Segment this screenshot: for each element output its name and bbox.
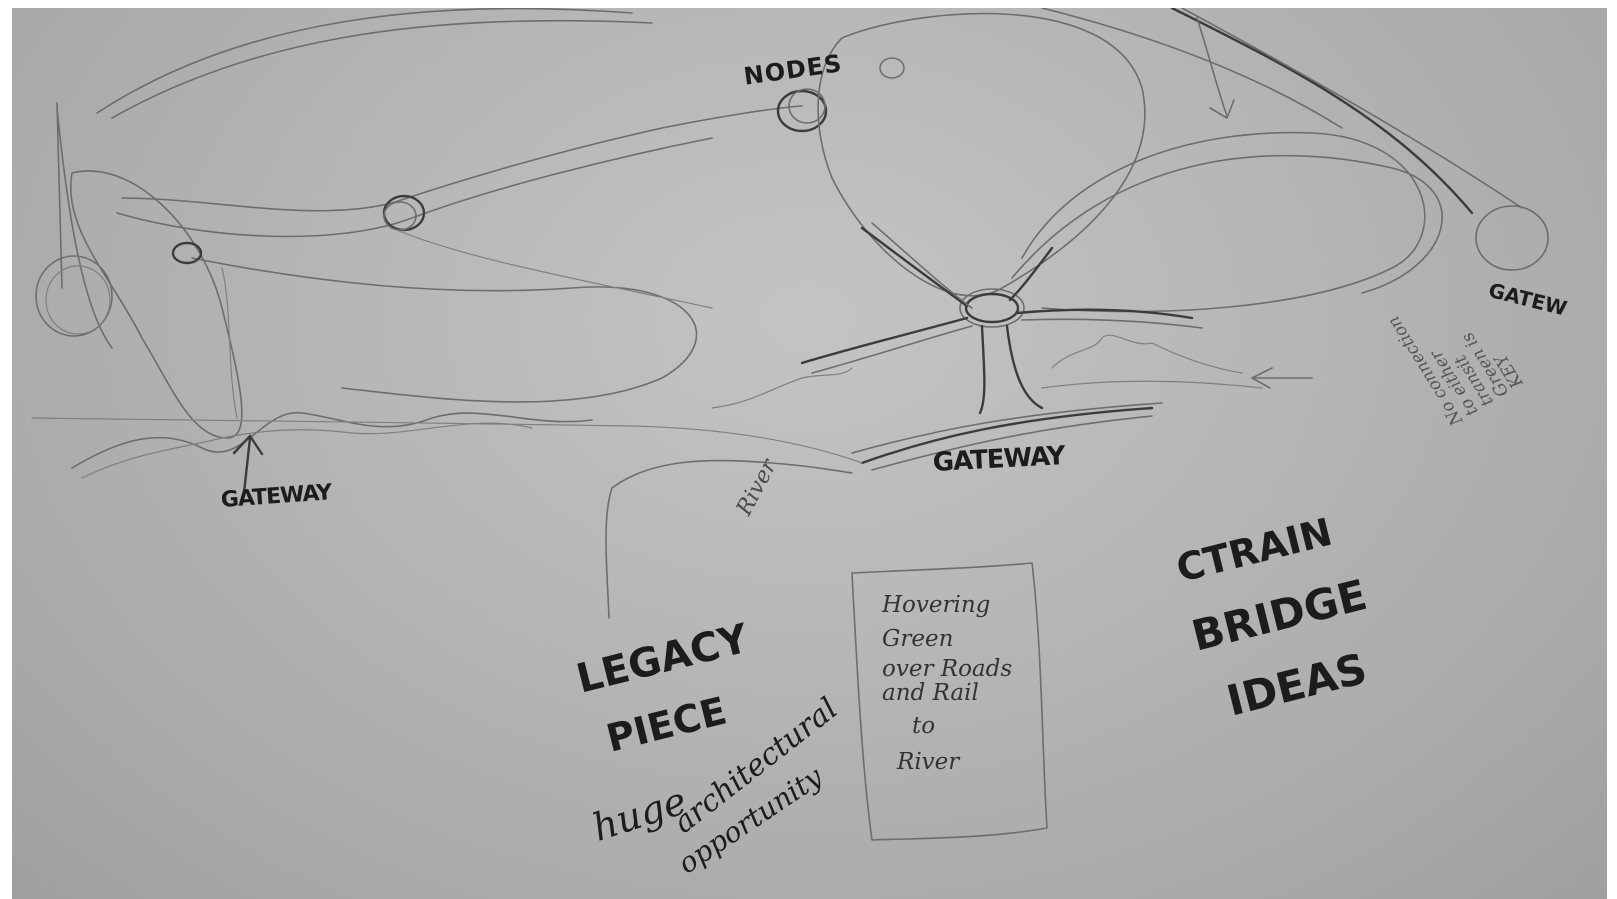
box-note-line: and Rail <box>882 681 1012 705</box>
box-note-line: to <box>882 714 1012 738</box>
box-note-line: River <box>882 750 1012 774</box>
box-note-line: Green <box>882 627 1012 651</box>
box-note-line: over Roads <box>882 657 1012 681</box>
box-note: Hovering Green over Roads and Rail to Ri… <box>882 593 1012 774</box>
box-note-line: Hovering <box>882 593 1012 617</box>
sketch-paper: NODES GATEWAY GATEWAY GATEW River LEGACY… <box>12 8 1607 899</box>
